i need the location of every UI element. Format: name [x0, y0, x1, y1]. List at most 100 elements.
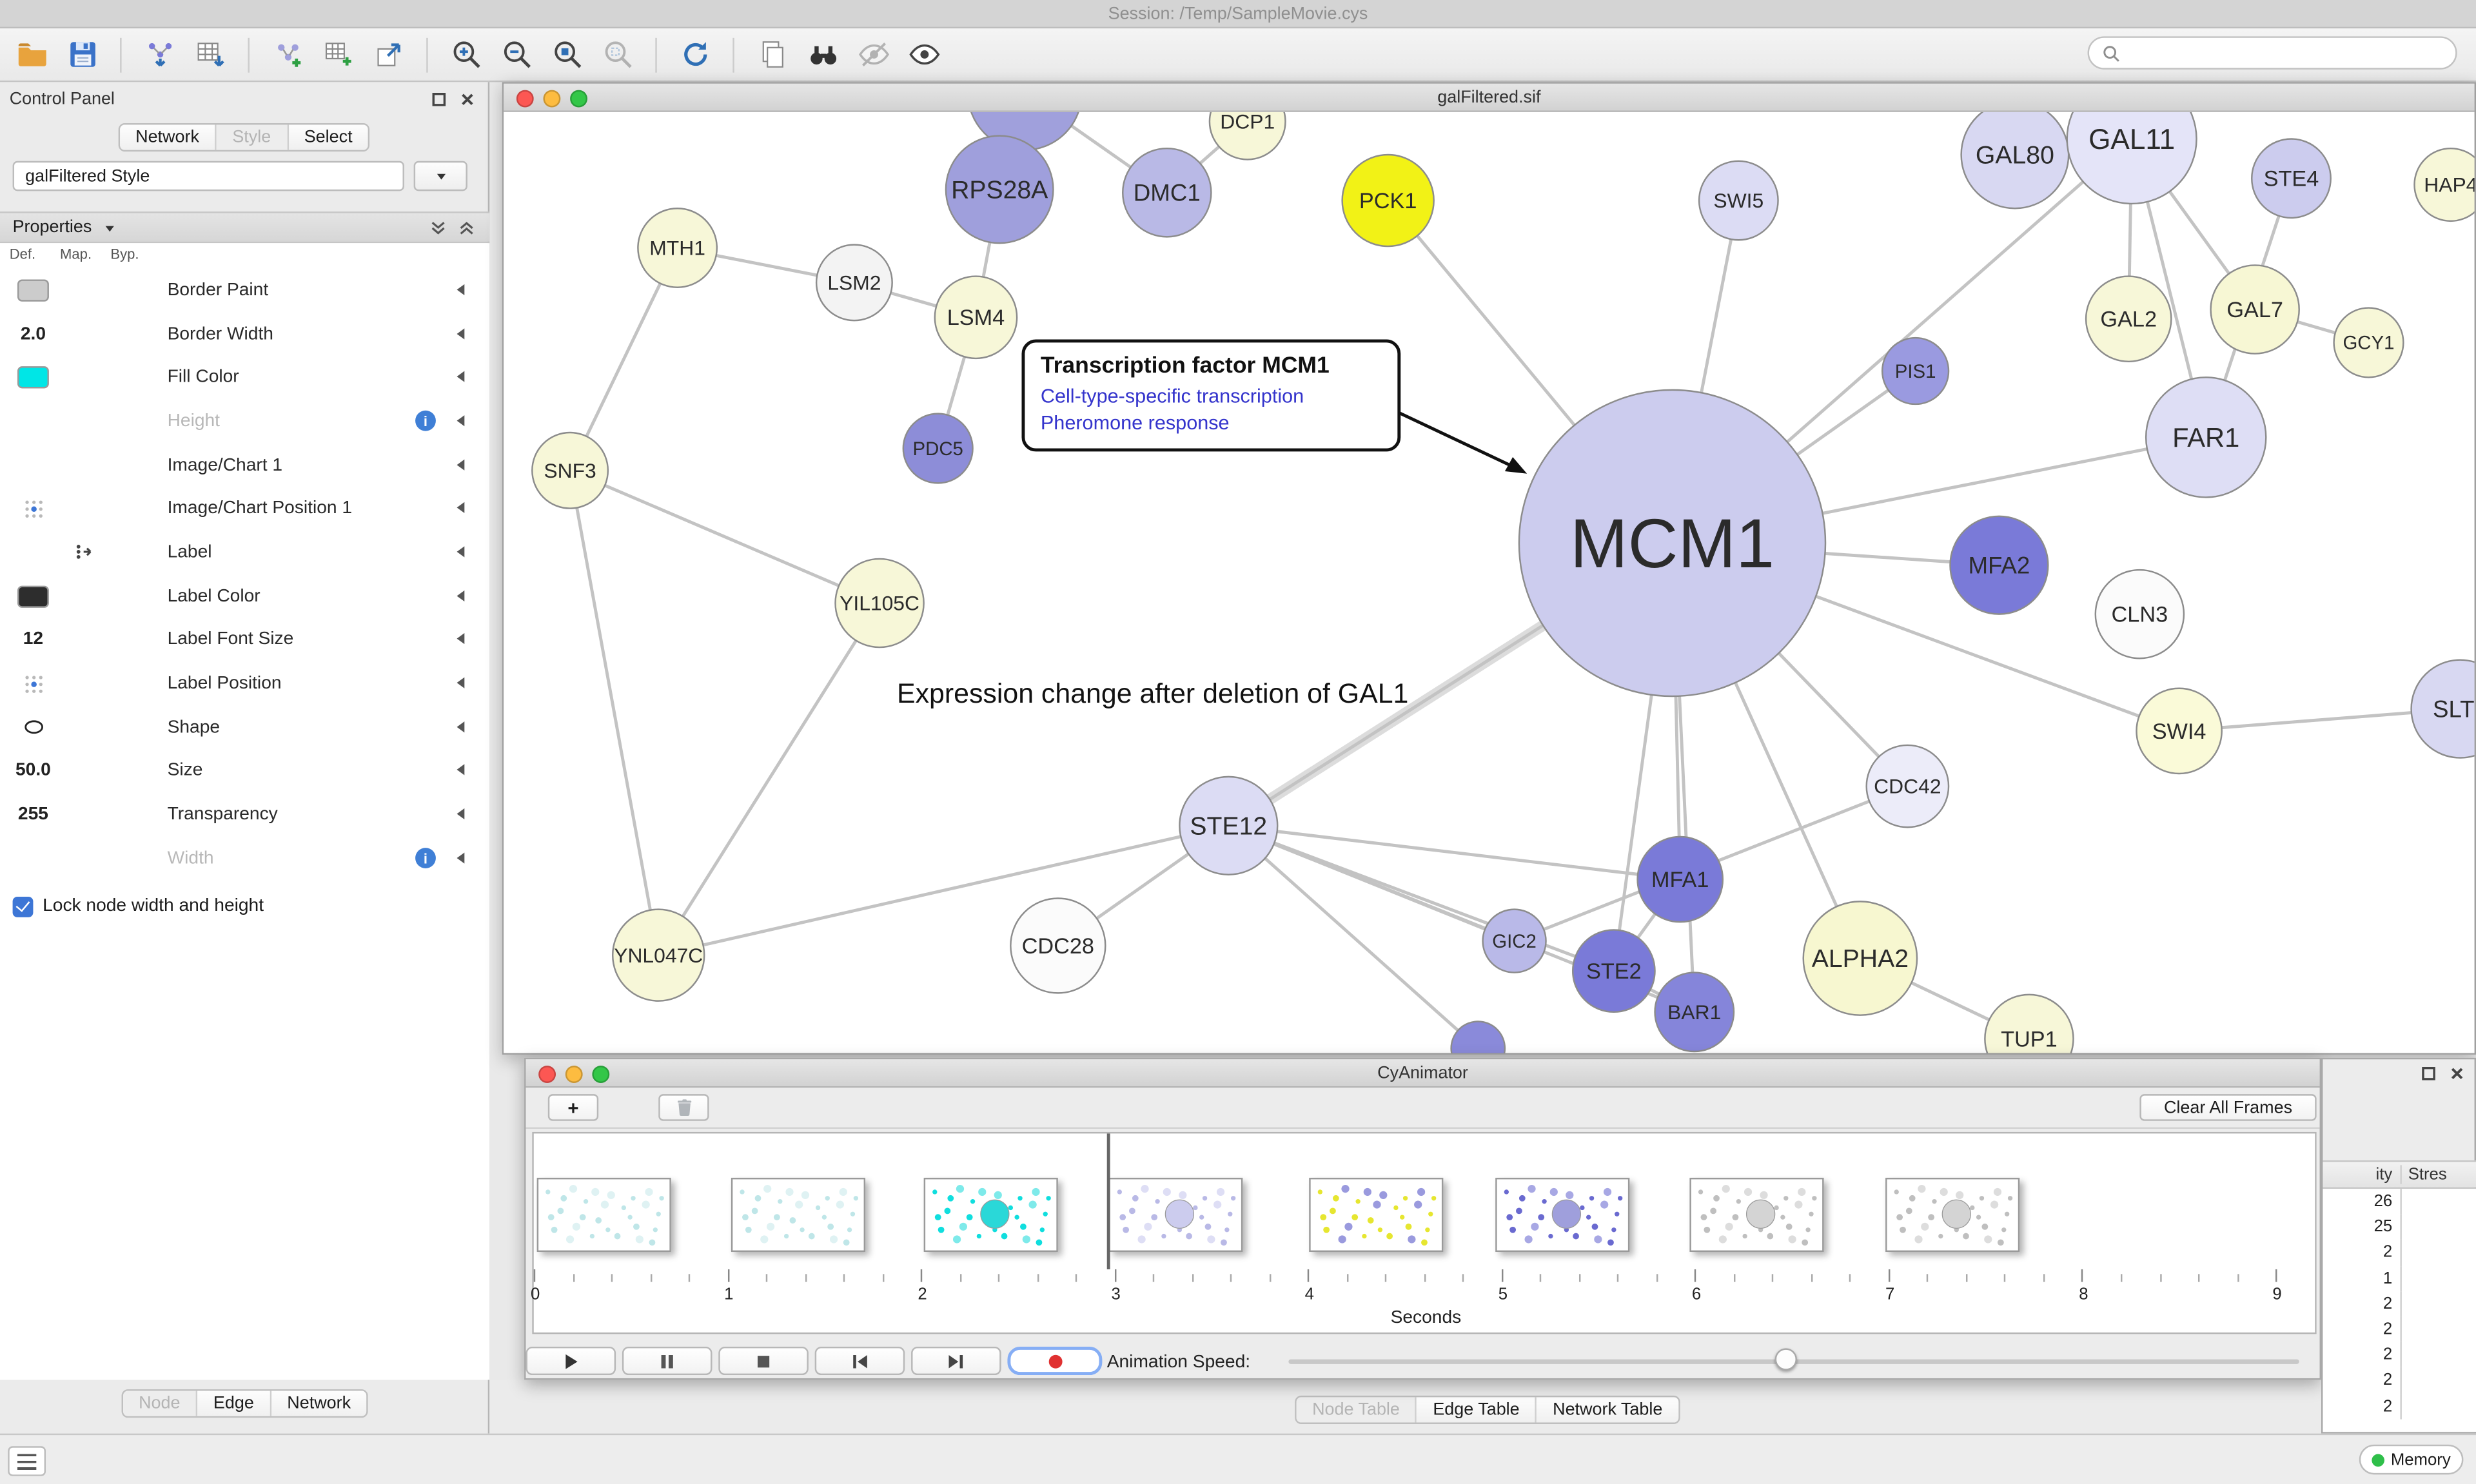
edge-snf3-ynl047c[interactable]	[568, 470, 660, 956]
mapping-value-cell[interactable]	[60, 705, 107, 749]
bypass-value-cell[interactable]	[110, 618, 157, 662]
mapping-icon[interactable]	[60, 531, 107, 574]
tab-network[interactable]: Network	[271, 1391, 367, 1416]
tab-style[interactable]: Style	[216, 124, 289, 150]
color-swatch[interactable]	[17, 279, 49, 302]
default-value-cell[interactable]	[10, 837, 57, 881]
default-value-cell[interactable]	[10, 444, 57, 487]
mapping-value-cell[interactable]	[60, 749, 107, 793]
node-far1[interactable]: FAR1	[2145, 376, 2267, 498]
mapping-value-cell[interactable]	[60, 444, 107, 487]
speed-slider-thumb[interactable]	[1774, 1348, 1797, 1371]
minimize-window-icon[interactable]	[543, 90, 561, 108]
zoom-selected-button[interactable]	[595, 32, 640, 77]
node-gal11[interactable]: GAL11	[2066, 112, 2197, 205]
bypass-value-cell[interactable]	[110, 312, 157, 356]
close-window-icon[interactable]	[538, 1066, 556, 1084]
zoom-out-button[interactable]	[495, 32, 539, 77]
open-session-button[interactable]	[10, 32, 54, 77]
refresh-view-button[interactable]	[673, 32, 717, 77]
minimize-window-icon[interactable]	[565, 1066, 583, 1084]
node-pis1[interactable]: PIS1	[1881, 337, 1950, 405]
mapping-value-cell[interactable]	[60, 793, 107, 837]
table-row[interactable]: 25	[2323, 1214, 2476, 1240]
node-mth1[interactable]: MTH1	[637, 208, 718, 288]
edge-mth1-snf3[interactable]	[568, 247, 679, 471]
table-row[interactable]: 2	[2323, 1316, 2476, 1342]
node-pdc5[interactable]: PDC5	[902, 413, 974, 484]
mapping-value-cell[interactable]	[60, 662, 107, 706]
frame-thumbnail-1[interactable]	[536, 1177, 671, 1253]
node-swi5[interactable]: SWI5	[1698, 160, 1779, 241]
delete-frame-button[interactable]	[658, 1094, 709, 1121]
edge-yil105c-snf3[interactable]	[569, 469, 881, 605]
lock-size-checkbox[interactable]	[12, 895, 34, 917]
frame-thumbnail-5[interactable]	[1309, 1177, 1444, 1253]
mapping-value-cell[interactable]	[60, 268, 107, 312]
properties-header[interactable]: Properties	[0, 211, 490, 244]
property-row-label[interactable]: Label	[0, 531, 489, 574]
frame-thumbnail-2[interactable]	[731, 1177, 866, 1253]
mapping-value-cell[interactable]	[60, 487, 107, 531]
bypass-value-cell[interactable]	[110, 705, 157, 749]
mapping-value-cell[interactable]	[60, 837, 107, 881]
ellipse-icon[interactable]	[10, 705, 57, 749]
import-table-button[interactable]	[188, 32, 232, 77]
property-row-shape[interactable]: Shape	[0, 705, 489, 749]
expand-row-icon[interactable]	[455, 326, 467, 342]
column-header[interactable]: ity	[2323, 1165, 2402, 1184]
mapping-value-cell[interactable]	[60, 618, 107, 662]
search-input[interactable]	[2128, 43, 2443, 63]
bypass-value-cell[interactable]	[110, 793, 157, 837]
property-row-image-chart-position-1[interactable]: Image/Chart Position 1	[0, 487, 489, 531]
mapping-value-cell[interactable]	[60, 356, 107, 400]
frame-thumbnail-6[interactable]	[1495, 1177, 1630, 1253]
node-mcm1[interactable]: MCM1	[1518, 389, 1827, 698]
node-ste4[interactable]: STE4	[2251, 138, 2332, 219]
tab-edge-table[interactable]: Edge Table	[1417, 1397, 1537, 1423]
style-options-button[interactable]	[413, 161, 467, 191]
network-canvas[interactable]: RPS28BRPS28ADCP1DMC1PCK1SWI5GAL80GAL11ST…	[504, 112, 2475, 1053]
add-frame-button[interactable]: +	[547, 1094, 599, 1121]
color-swatch[interactable]	[17, 585, 49, 608]
default-value-cell[interactable]	[10, 356, 57, 400]
bypass-value-cell[interactable]	[110, 268, 157, 312]
default-value-cell[interactable]: 255	[17, 805, 48, 825]
pause-button[interactable]	[622, 1346, 712, 1376]
node-dmc1[interactable]: DMC1	[1122, 147, 1212, 238]
zoom-in-button[interactable]	[444, 32, 488, 77]
float-panel-icon[interactable]	[2417, 1062, 2439, 1084]
table-row[interactable]: 2	[2323, 1367, 2476, 1394]
expand-row-icon[interactable]	[455, 457, 467, 473]
table-row[interactable]: 2	[2323, 1393, 2476, 1419]
find-button[interactable]	[801, 32, 845, 77]
expand-row-icon[interactable]	[455, 413, 467, 429]
node-ynl047c[interactable]: YNL047C	[611, 908, 705, 1002]
bypass-value-cell[interactable]	[110, 574, 157, 618]
property-row-fill-color[interactable]: Fill Color	[0, 356, 489, 400]
edge-ynl047c-ste12[interactable]	[658, 824, 1229, 957]
show-selection-button[interactable]	[901, 32, 946, 77]
node-rps28a[interactable]: RPS28A	[945, 135, 1054, 244]
expand-row-icon[interactable]	[455, 370, 467, 386]
default-value-cell[interactable]	[10, 268, 57, 312]
mapping-value-cell[interactable]	[60, 312, 107, 356]
node-ste2[interactable]: STE2	[1571, 929, 1656, 1013]
property-row-image-chart-1[interactable]: Image/Chart 1	[0, 444, 489, 487]
node-cln3[interactable]: CLN3	[2094, 569, 2185, 659]
column-header[interactable]: Stres	[2408, 1165, 2447, 1184]
node-swi4[interactable]: SWI4	[2136, 687, 2223, 775]
close-panel-icon[interactable]	[457, 88, 478, 110]
tab-select[interactable]: Select	[288, 124, 369, 150]
style-dropdown[interactable]: galFiltered Style	[12, 161, 404, 191]
default-value-cell[interactable]	[10, 400, 57, 444]
info-icon[interactable]: i	[415, 411, 436, 432]
tab-node-table[interactable]: Node Table	[1296, 1397, 1417, 1423]
node-cdc42[interactable]: CDC42	[1865, 744, 1950, 828]
default-value-cell[interactable]: 2.0	[20, 324, 46, 344]
zoom-window-icon[interactable]	[570, 90, 588, 108]
